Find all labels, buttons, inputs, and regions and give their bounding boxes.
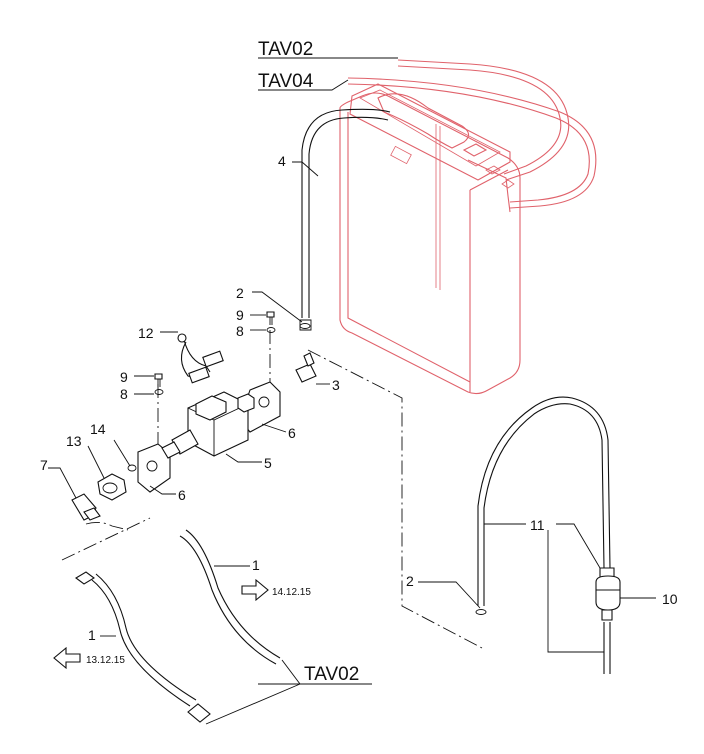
- label-7: 7: [40, 457, 48, 473]
- label-1-right: 1: [252, 557, 260, 573]
- label-14: 14: [90, 421, 106, 437]
- label-9-top: 9: [236, 307, 244, 323]
- tube-4: [299, 108, 391, 331]
- label-13: 13: [66, 433, 82, 449]
- arrow-left-date: 13.12.15: [86, 655, 125, 666]
- lower-tubes: [75, 529, 281, 723]
- label-5: 5: [264, 455, 272, 471]
- connection-lines: [61, 330, 483, 649]
- label-2-bottom: 2: [406, 573, 414, 589]
- label-6-left: 6: [178, 487, 186, 503]
- fittings-left: [71, 464, 137, 521]
- pump-assembly: [137, 333, 281, 493]
- label-10: 10: [662, 591, 678, 607]
- arrow-left-icon: [53, 646, 81, 670]
- label-6-right: 6: [288, 425, 296, 441]
- screws-washers: [154, 311, 317, 395]
- label-2-top: 2: [236, 285, 244, 301]
- label-3: 3: [332, 377, 340, 393]
- arrow-left: [53, 646, 81, 670]
- label-tav04: TAV04: [258, 71, 314, 92]
- water-tank: [339, 83, 521, 395]
- label-11: 11: [530, 517, 545, 533]
- label-8-top: 8: [236, 323, 244, 339]
- label-4: 4: [278, 153, 286, 169]
- arrow-right: [241, 578, 269, 602]
- label-1-left: 1: [88, 627, 96, 643]
- filter-assembly: [475, 396, 621, 674]
- label-9-left: 9: [120, 369, 128, 385]
- label-tav02-top: TAV02: [258, 39, 313, 60]
- leader-lines: [48, 57, 656, 725]
- label-8-left: 8: [120, 386, 128, 402]
- arrow-right-icon: [241, 578, 269, 602]
- tav-tubes: [347, 59, 597, 213]
- label-tav02-bottom: TAV02: [304, 664, 359, 685]
- label-12: 12: [138, 325, 154, 341]
- arrow-right-date: 14.12.15: [272, 587, 311, 598]
